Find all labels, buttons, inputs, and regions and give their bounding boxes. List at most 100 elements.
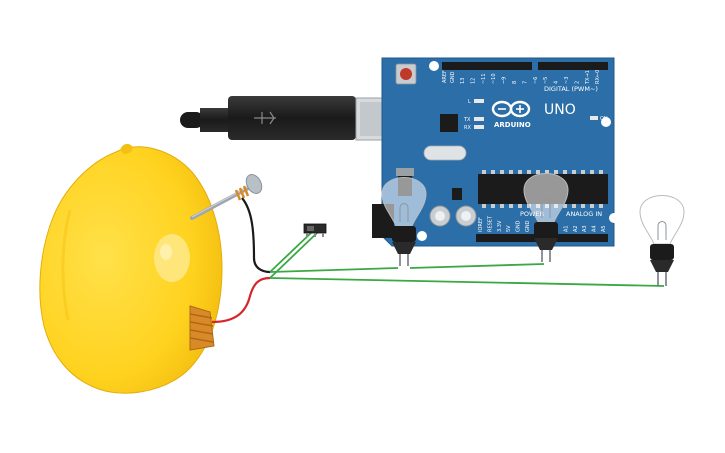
chip-pin: [563, 204, 567, 208]
wire-green-switch-a[interactable]: [269, 231, 313, 273]
digital-pin-label-12: TX→1: [585, 70, 591, 85]
analog-pin-label-2: A2: [573, 225, 579, 232]
analog-pin-label-4: A4: [592, 225, 598, 232]
light-bulb-2[interactable]: [523, 173, 569, 263]
digital-pin-label-4: ~9: [502, 77, 508, 84]
digital-pin-label-7: ~6: [533, 77, 539, 84]
led-rx-label: RX: [464, 125, 471, 131]
nail-electrode[interactable]: [190, 172, 265, 220]
wire-green-bulb-3[interactable]: [269, 277, 665, 287]
led-tx: [474, 117, 484, 121]
chip-pin: [590, 204, 594, 208]
usb-icon: [254, 111, 276, 125]
digital-header-label: DIGITAL (PWM~): [544, 85, 598, 93]
power-pin-label-2: 3.3V: [497, 220, 503, 232]
chip-pin: [545, 170, 549, 174]
power-pin-label-4: GND: [516, 220, 522, 232]
led-tx-label: TX: [463, 117, 471, 123]
chip-pin: [518, 204, 522, 208]
chip-pin: [482, 170, 486, 174]
digital-pin-label-9: 4: [554, 81, 560, 84]
chip-pin: [563, 170, 567, 174]
analog-pin-label-5: A5: [601, 225, 607, 232]
chip-pin: [599, 204, 603, 208]
arduino-infinity-logo: [491, 100, 531, 118]
usb-chip: [440, 114, 458, 132]
led-on: [590, 116, 598, 120]
analog-header-label: ANALOG IN: [566, 210, 602, 218]
digital-pin-label-5: 8: [512, 81, 518, 84]
gnd-label: GND: [450, 71, 456, 83]
aref-label: AREF: [442, 70, 448, 83]
wire-green-switch-b[interactable]: [269, 231, 319, 279]
digital-pin-label-6: 7: [522, 81, 528, 84]
led-rx: [474, 125, 484, 129]
lemon-highlight: [154, 234, 190, 282]
chip-pin: [482, 204, 486, 208]
chip-pin: [536, 170, 540, 174]
board-model-label: UNO: [544, 102, 576, 118]
digital-pin-label-13: RX←0: [595, 70, 601, 84]
chip-pin: [590, 170, 594, 174]
led-l: [474, 99, 484, 103]
mounting-hole: [429, 61, 439, 71]
chip-pin: [500, 170, 504, 174]
chip-pin: [491, 204, 495, 208]
digital-header[interactable]: [442, 62, 608, 70]
light-bulb-1[interactable]: [381, 177, 427, 267]
reset-button[interactable]: [395, 63, 417, 85]
usb-cable-tail: [180, 112, 204, 128]
usb-plug-body: [228, 96, 356, 140]
power-pin-label-0: IOREF: [478, 217, 484, 232]
wires[interactable]: [211, 197, 665, 324]
wire-green-bulb-1[interactable]: [269, 267, 399, 273]
power-pin-label-1: RESET: [487, 215, 493, 232]
led-l-label: L: [468, 99, 471, 105]
chip-pin: [509, 170, 513, 174]
power-header[interactable]: [476, 234, 544, 242]
chip-pin: [509, 204, 513, 208]
slide-switch[interactable]: [303, 223, 327, 237]
digital-pin-labels: 13 12 ~11 ~10 ~9 8 7 ~6 ~5 4 ~3 2 TX→1 RX←0: [460, 70, 601, 85]
small-component: [452, 188, 462, 200]
digital-pin-label-3: ~10: [491, 73, 497, 84]
digital-pin-label-1: 12: [470, 78, 476, 84]
copper-wire-coil: [234, 185, 250, 201]
analog-header[interactable]: [552, 234, 608, 242]
digital-pin-label-8: ~5: [543, 77, 549, 84]
chip-pin: [599, 170, 603, 174]
chip-pin: [491, 170, 495, 174]
power-pin-label-3: 5V: [506, 225, 512, 232]
digital-pin-label-11: 2: [574, 81, 580, 84]
chip-pin: [518, 170, 522, 174]
led-on-label: ON: [600, 116, 608, 122]
power-pin-label-5: GND: [525, 220, 531, 232]
copper-coil-electrode[interactable]: [189, 305, 215, 351]
digital-pin-label-2: ~11: [481, 73, 487, 84]
chip-pin: [572, 204, 576, 208]
chip-pin: [554, 170, 558, 174]
chip-pin: [572, 170, 576, 174]
chip-pin: [581, 204, 585, 208]
chip-pin: [527, 170, 531, 174]
crystal: [423, 145, 467, 161]
wire-red[interactable]: [211, 276, 271, 324]
analog-pin-label-3: A3: [582, 225, 588, 232]
chip-pin: [500, 204, 504, 208]
analog-pin-label-1: A1: [563, 225, 569, 232]
light-bulb-3[interactable]: [639, 195, 685, 287]
digital-pin-label-10: ~3: [564, 77, 570, 84]
wire-green-bulb-1b[interactable]: [409, 263, 545, 269]
chip-pin: [581, 170, 585, 174]
mounting-hole: [609, 213, 619, 223]
usb-cable[interactable]: [180, 96, 417, 141]
mounting-hole: [601, 117, 611, 127]
mounting-hole: [417, 231, 427, 241]
power-header-label: POWER: [520, 210, 545, 218]
wire-black[interactable]: [241, 197, 271, 274]
arduino-brand-label: ARDUINO: [494, 121, 531, 129]
lemon[interactable]: [39, 143, 223, 394]
digital-pin-label-0: 13: [460, 78, 466, 84]
